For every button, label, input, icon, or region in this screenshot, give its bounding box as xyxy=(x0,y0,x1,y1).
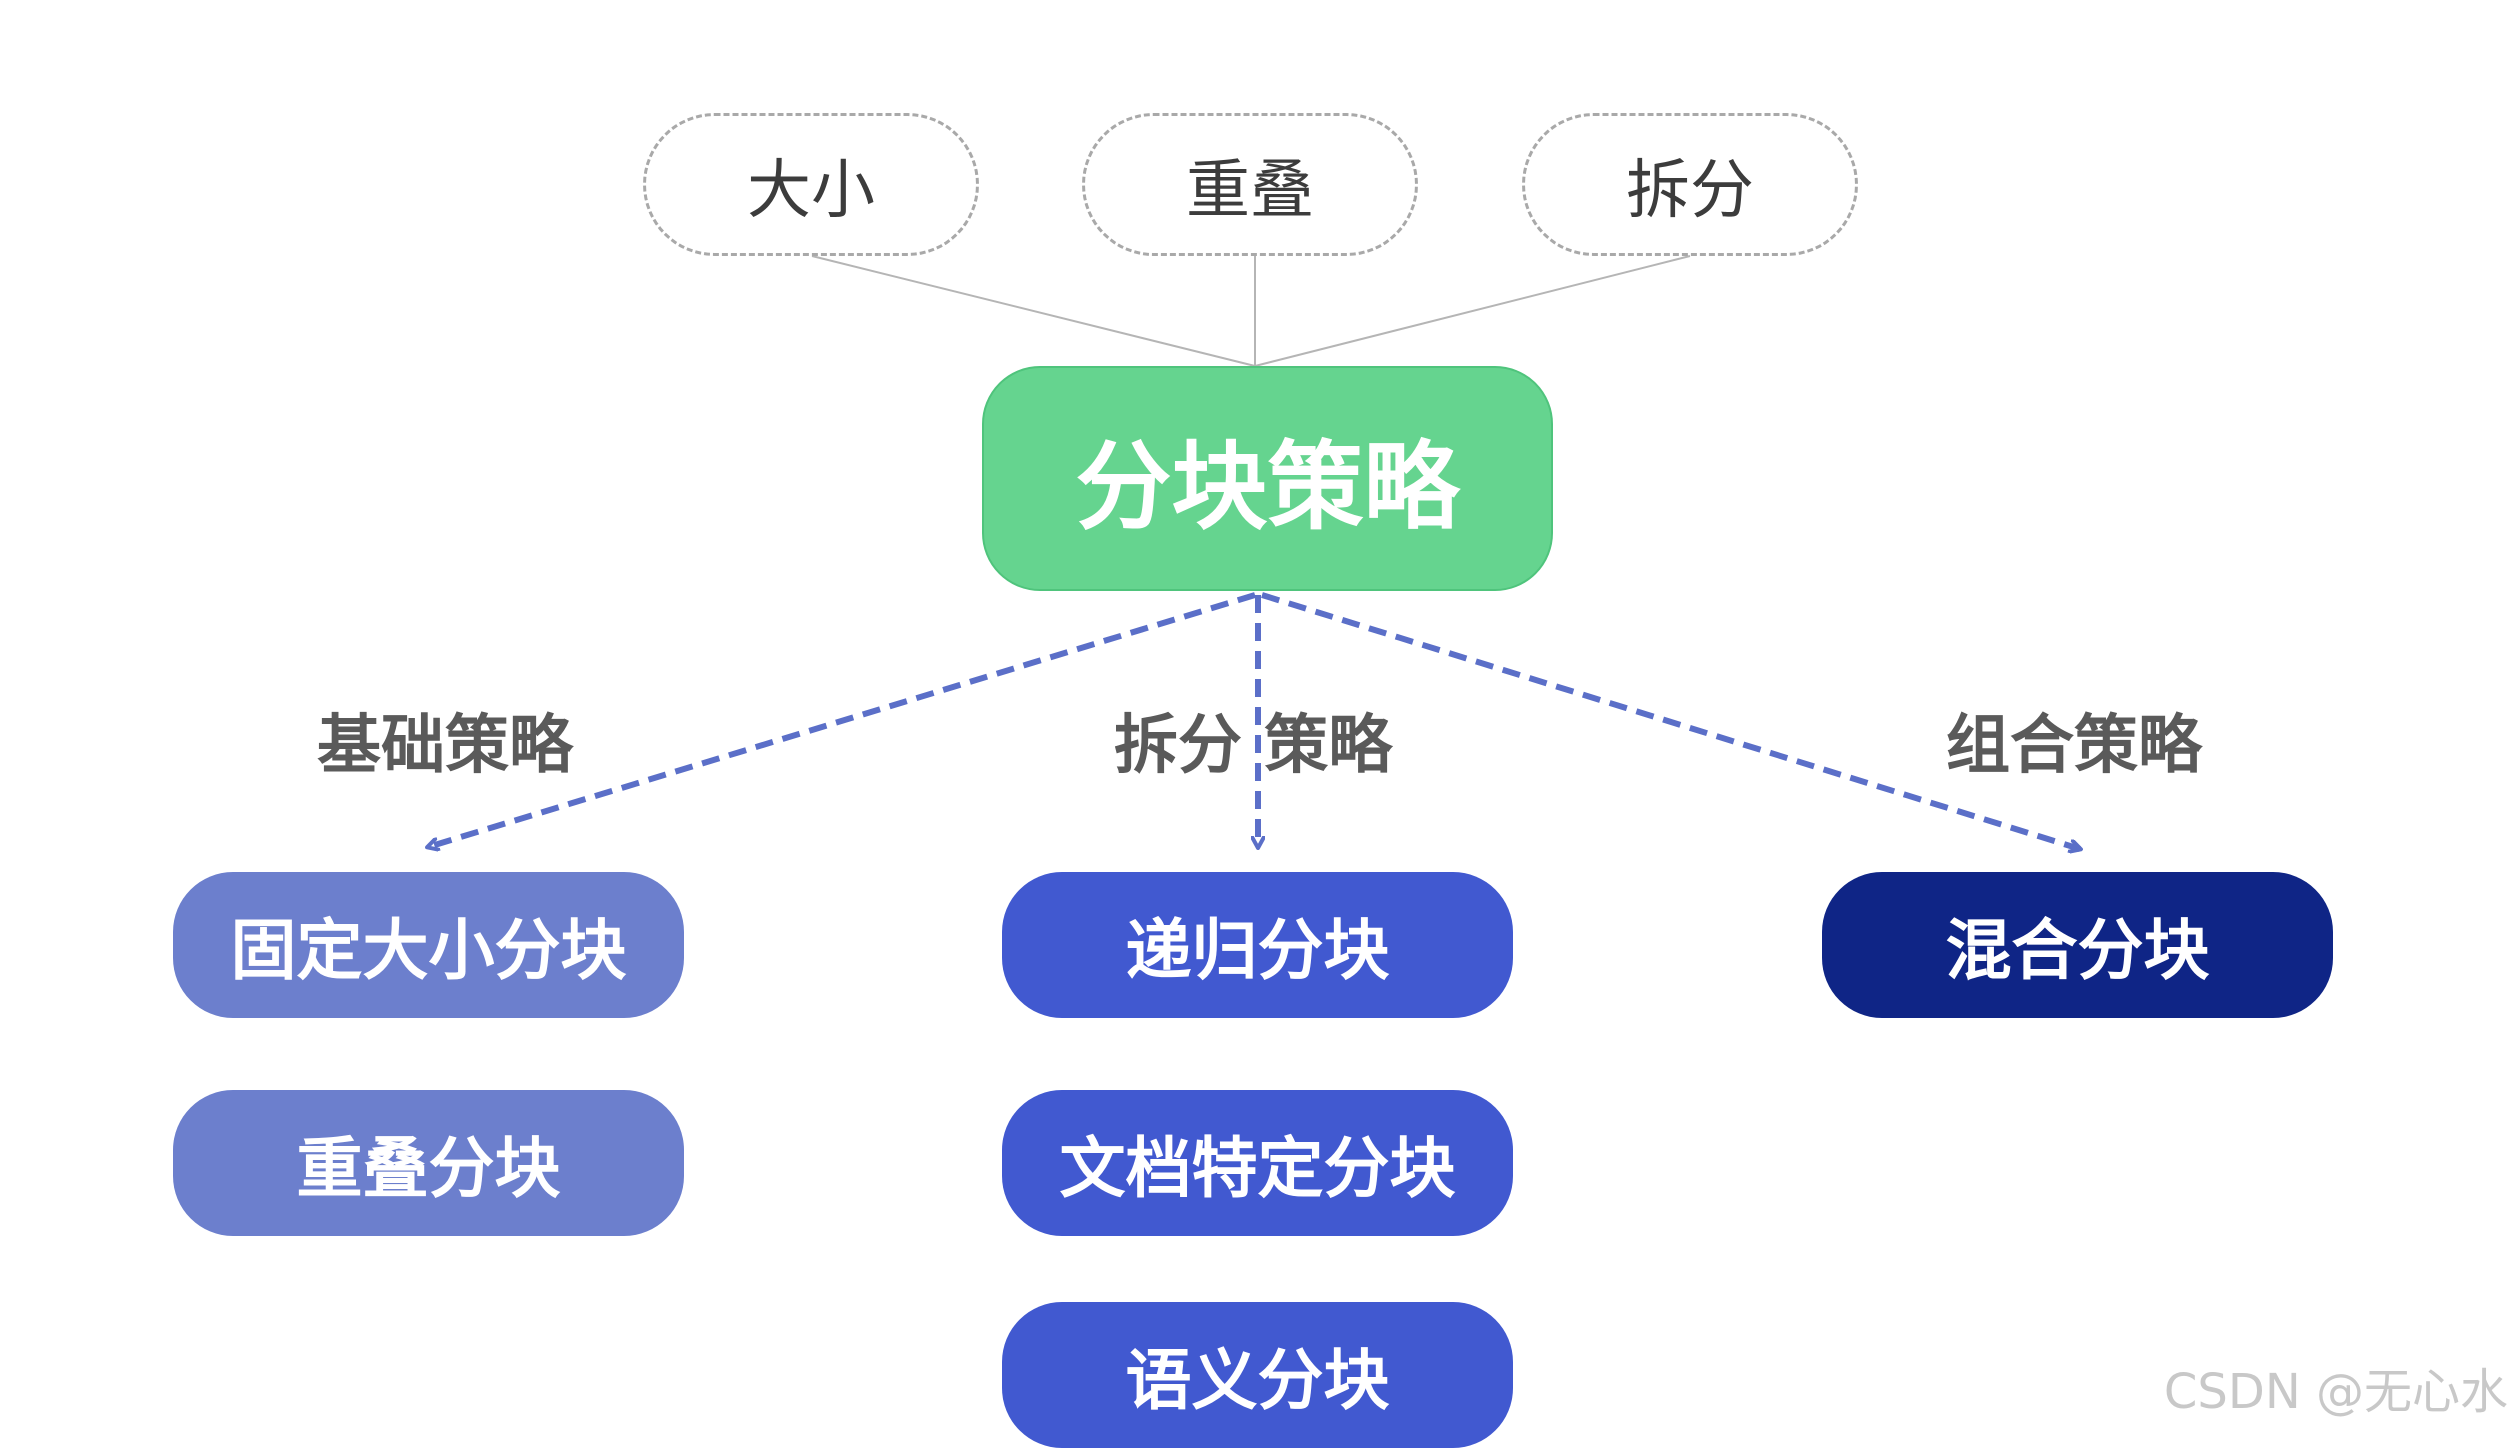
leaf-semantic-chunking: 语义分块 xyxy=(1002,1302,1513,1448)
leaf-hybrid-chunking: 混合分块 xyxy=(1822,872,2333,1018)
arrow-to-combo-strategy xyxy=(1261,592,2080,849)
chunking-strategy-node: 分块策略 xyxy=(982,366,1553,591)
factor-connector-size xyxy=(811,255,1256,367)
factor-split: 拆分 xyxy=(1522,113,1858,256)
branch-label-split: 拆分 策略 xyxy=(1114,709,1393,783)
leaf-overlap-chunking: 重叠分块 xyxy=(173,1090,684,1236)
factor-connector-split xyxy=(1254,255,1691,367)
arrow-to-basic-strategy xyxy=(428,592,1256,847)
leaf-fixed-size-chunking: 固定大小分块 xyxy=(173,872,684,1018)
factor-size: 大小 xyxy=(643,113,979,256)
branch-label-basic: 基础策略 xyxy=(317,709,573,783)
watermark: CSDN @无心水 xyxy=(2163,1364,2508,1420)
leaf-recursive-chunking: 递归分块 xyxy=(1002,872,1513,1018)
branch-label-combo: 组合策略 xyxy=(1946,709,2202,783)
factor-overlap: 重叠 xyxy=(1082,113,1418,256)
leaf-document-specific-chunking: 文档特定分块 xyxy=(1002,1090,1513,1236)
